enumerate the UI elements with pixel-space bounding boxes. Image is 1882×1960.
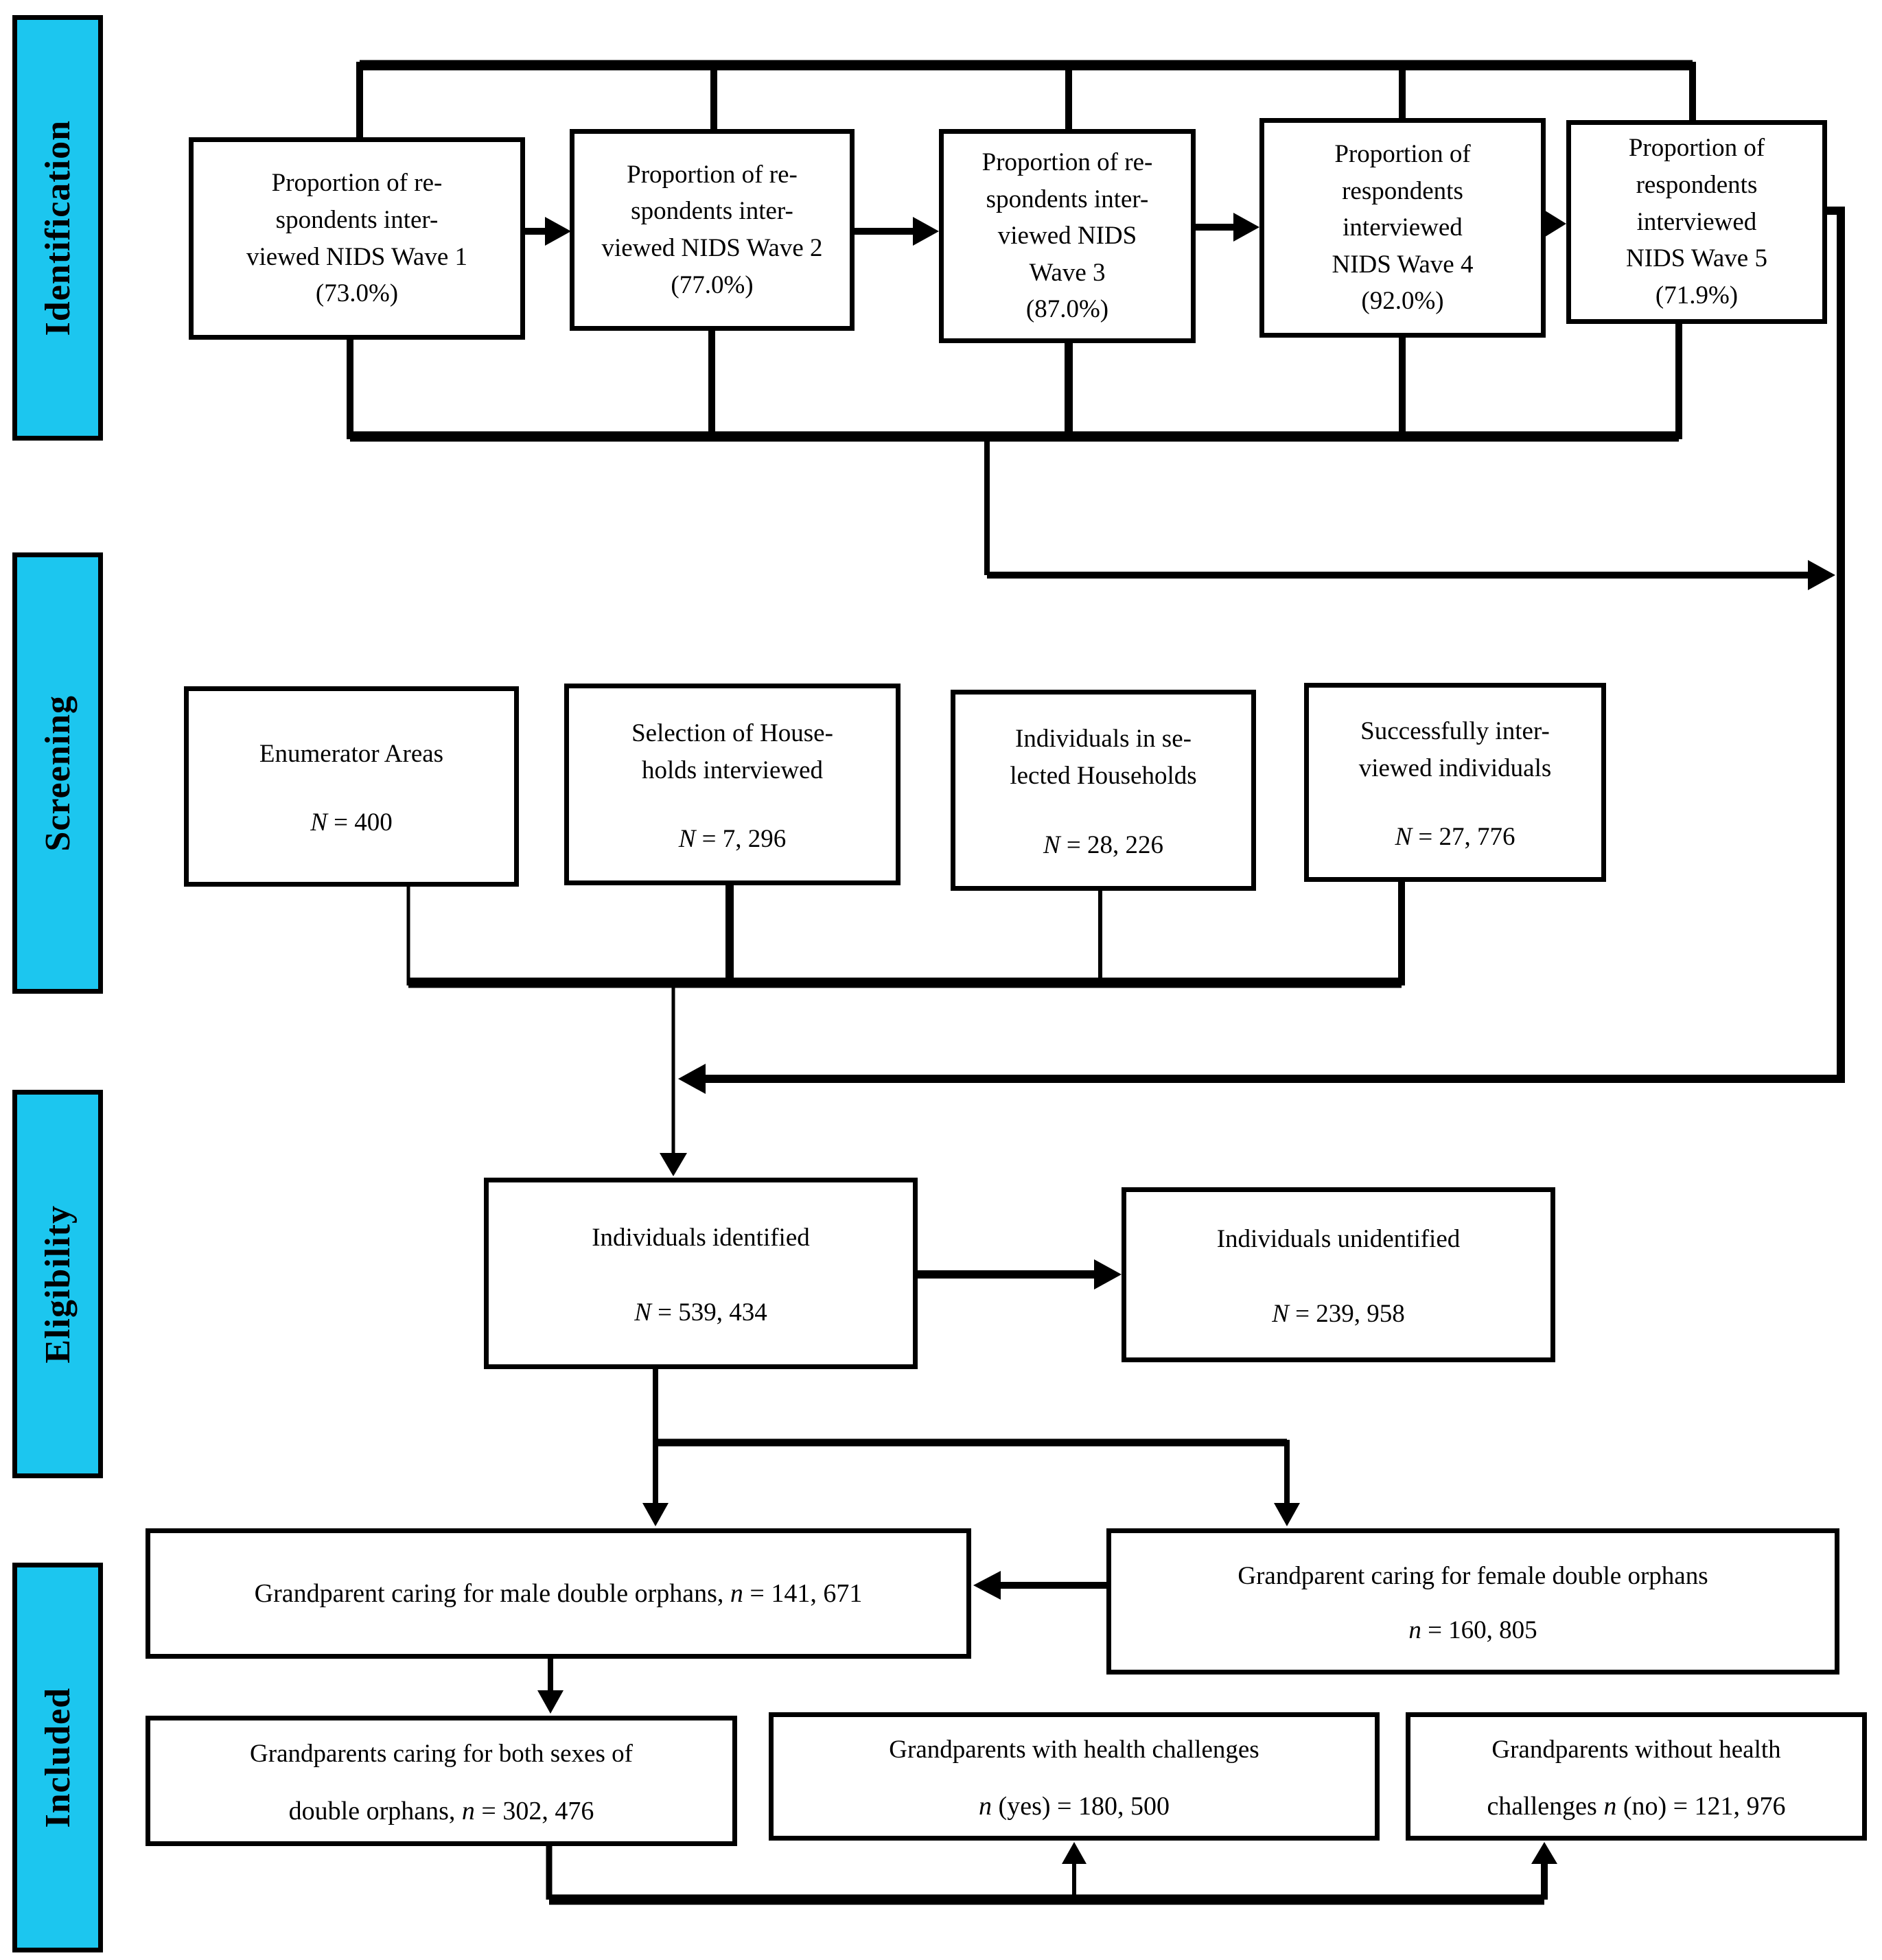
n-number: (no) = 121, 976 [1616,1792,1786,1821]
screening-box-interviewed-individuals: Successfully inter- viewed individuals N… [1304,683,1606,882]
n-symbol: n [979,1792,992,1821]
box-text: Successfully inter- viewed individuals [1358,716,1552,782]
box-text-line2: challenges n (no) = 121, 976 [1487,1791,1785,1821]
box-text: Enumerator Areas [259,739,444,768]
identification-box-wave1: Proportion of re- spondents inter- viewe… [189,137,525,340]
n-count: N = 239, 958 [1272,1299,1405,1329]
n-count: n = 160, 805 [1408,1615,1537,1645]
box-text: Proportion of respondents interviewed NI… [1332,139,1474,316]
identification-box-wave5: Proportion of respondents interviewed NI… [1566,120,1827,324]
n-number: = 141, 671 [743,1579,863,1608]
stage-label: Screening [38,695,78,852]
n-count: N = 27, 776 [1395,822,1515,852]
box-text: Proportion of re- spondents inter- viewe… [246,169,468,308]
box-text: Individuals in se- lected Households [1010,725,1197,790]
n-number: = 27, 776 [1412,823,1515,852]
stage-label: Included [38,1687,78,1828]
n-number: = 160, 805 [1421,1615,1537,1644]
n-number: = 239, 958 [1288,1299,1405,1328]
label-prefix: challenges [1487,1792,1604,1821]
stage-label: Eligibility [38,1204,78,1364]
box-text: Individuals identified [592,1224,810,1252]
box-text: Selection of House- holds interviewed [631,719,833,784]
box-text: Grandparent caring for female double orp… [1238,1562,1708,1591]
n-number: (yes) = 180, 500 [992,1792,1170,1821]
box-text-line2: n (yes) = 180, 500 [979,1791,1170,1821]
included-box-female-orphans: Grandparent caring for female double orp… [1106,1528,1839,1675]
box-text: Grandparents with health challenges [889,1735,1259,1764]
stage-included: Included [12,1563,103,1952]
eligibility-box-unidentified: Individuals unidentified N = 239, 958 [1122,1187,1555,1362]
identification-box-wave2: Proportion of re- spondents inter- viewe… [570,129,855,331]
box-text: Individuals unidentified [1216,1225,1461,1254]
wave5-right-connector [678,207,1845,1094]
n-count: N = 7, 296 [679,824,787,854]
n-symbol: n [1603,1792,1617,1821]
included-box-both-sexes: Grandparents caring for both sexes of do… [146,1716,737,1846]
screening-box-individuals-selected: Individuals in se- lected Households N =… [951,690,1256,891]
n-symbol: N [678,825,696,854]
screening-bottom-connector [406,882,1405,1176]
included-box-no-health-challenges: Grandparents without health challenges n… [1406,1712,1867,1841]
stage-eligibility: Eligibility [12,1090,103,1478]
eligibility-box-identified: Individuals identified N = 539, 434 [484,1178,918,1369]
screening-box-households: Selection of House- holds interviewed N … [564,684,901,885]
identification-bottom-connector [347,324,1835,590]
wave-arrows [525,209,1566,246]
n-symbol: N [1395,823,1413,852]
identification-top-connector [356,60,1696,141]
included-box-health-challenges: Grandparents with health challenges n (y… [769,1712,1380,1841]
n-symbol: N [1272,1299,1289,1328]
box-text: Grandparents caring for both sexes of [250,1740,633,1769]
included-box-male-orphans: Grandparent caring for male double orpha… [146,1528,971,1659]
box-text: Proportion of respondents interviewed NI… [1626,134,1767,310]
identification-box-wave3: Proportion of re- spondents inter- viewe… [939,129,1196,343]
box-text: Grandparents without health [1491,1735,1781,1764]
identification-box-wave4: Proportion of respondents interviewed NI… [1259,118,1546,338]
n-symbol: n [461,1796,475,1825]
n-symbol: n [730,1579,743,1608]
n-symbol: N [634,1298,651,1327]
box-text: Proportion of re- spondents inter- viewe… [981,148,1153,324]
n-number: = 539, 434 [651,1298,767,1327]
n-count: N = 400 [310,808,393,837]
n-number: = 400 [327,808,393,837]
label-prefix: double orphans, [288,1796,462,1825]
n-count: N = 28, 226 [1043,830,1163,860]
n-symbol: n [1408,1615,1421,1644]
screening-box-enumerator-areas: Enumerator Areas N = 400 [184,686,519,887]
stage-screening: Screening [12,552,103,994]
stage-identification: Identification [12,15,103,441]
box-text-line2: double orphans, n = 302, 476 [289,1796,594,1826]
box-text: Proportion of re- spondents inter- viewe… [601,160,823,299]
label-prefix: Grandparent caring for male double orpha… [254,1579,730,1608]
n-count: N = 539, 434 [634,1298,767,1327]
n-number: = 302, 476 [474,1796,594,1825]
n-symbol: N [1043,830,1060,859]
n-number: = 28, 226 [1060,830,1164,859]
box-text: Grandparent caring for male double orpha… [255,1578,863,1609]
stage-label: Identification [38,119,78,336]
eligibility-connectors [642,1259,1300,1526]
n-symbol: N [310,808,327,837]
included-connectors [537,1571,1557,1905]
n-number: = 7, 296 [695,825,787,854]
